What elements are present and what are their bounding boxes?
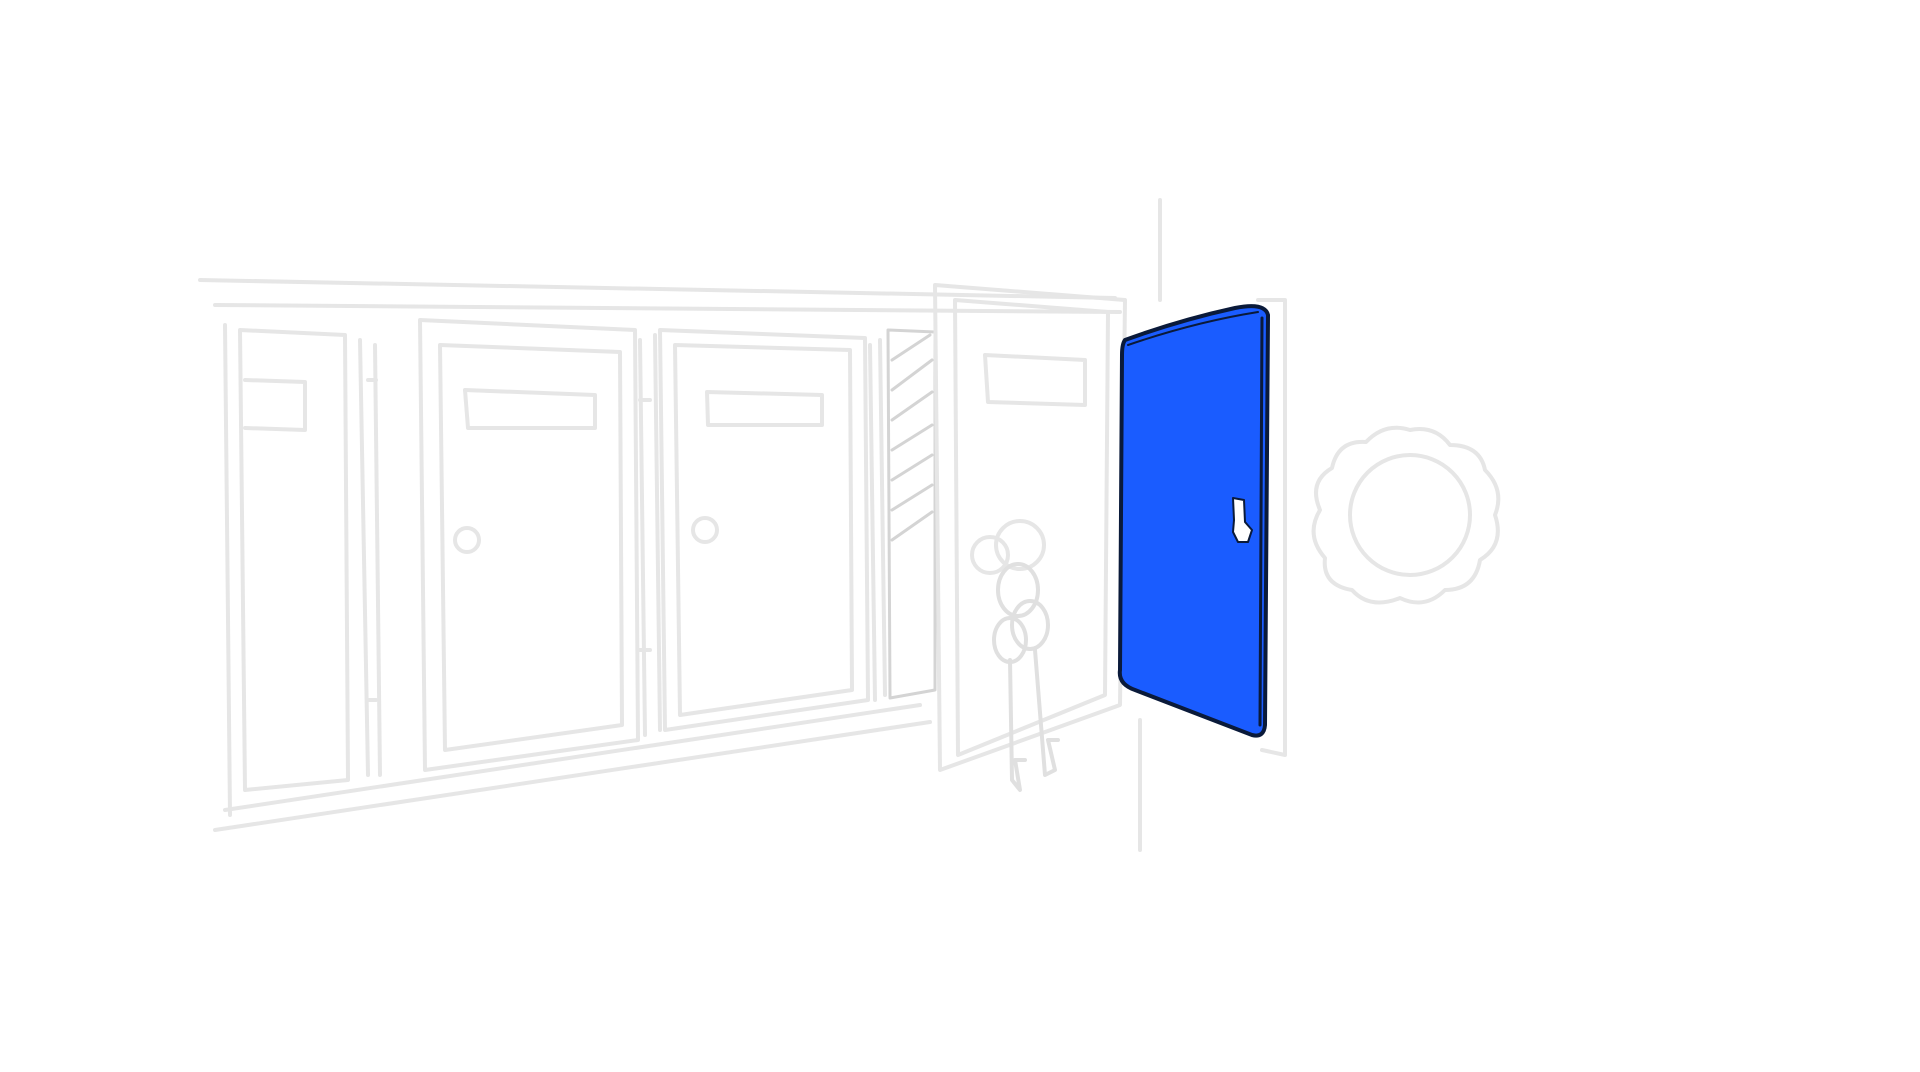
key-ring-icon: [992, 562, 1060, 792]
locker-interior-hatch: [886, 328, 937, 700]
locker-3: [658, 328, 887, 732]
keyhole-icon: [1232, 497, 1253, 543]
badge-seal-icon: [1311, 425, 1501, 605]
locker-2: [418, 318, 662, 772]
open-door-icon: [1117, 304, 1270, 738]
lockers-sketch: [198, 198, 1287, 852]
locker-open-door-sketch: [933, 283, 1127, 772]
locker-1: [238, 328, 382, 792]
